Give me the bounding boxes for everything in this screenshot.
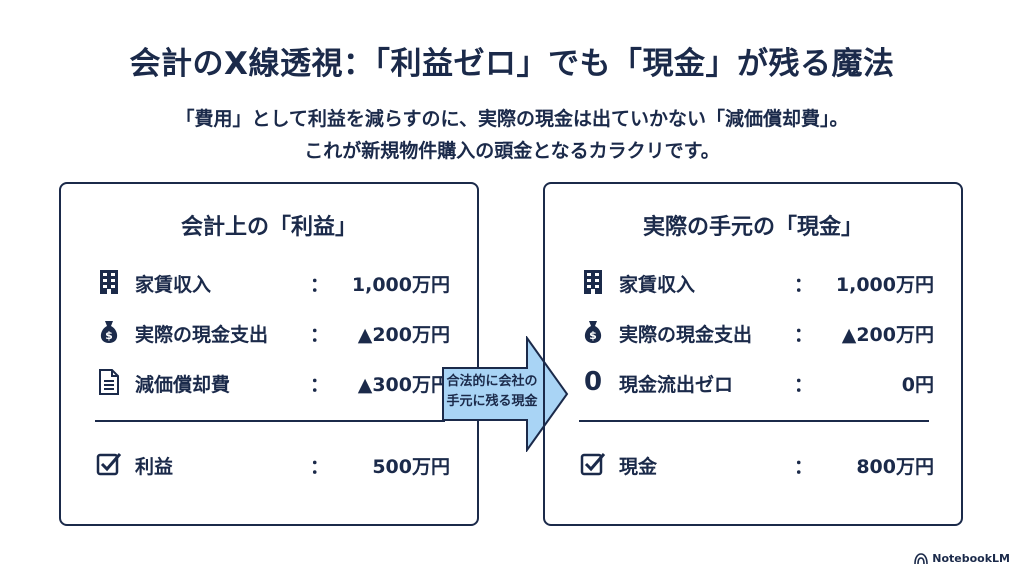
- row-total-profit: 利益 ： 500万円: [95, 448, 450, 480]
- arrow-caption: 合法的に会社の 手元に残る現金: [445, 372, 539, 412]
- subtitle-line-1: 「費用」として利益を減らすのに、実際の現金は出ていかない「減価償却費」。: [175, 108, 849, 130]
- row-label: 現金: [619, 456, 658, 478]
- row-colon: ：: [310, 456, 330, 478]
- page-title: 会計のX線透視：「利益ゼロ」でも「現金」が残る魔法: [129, 46, 895, 82]
- row-value: 800万円: [856, 456, 934, 478]
- row-cash-expense: $ 実際の現金支出 ： ▲200万円: [579, 316, 934, 348]
- arrow-right-icon: [442, 336, 569, 452]
- building-icon: [579, 268, 607, 296]
- row-value: 500万円: [372, 456, 450, 478]
- arrow-caption-line-2: 手元に残る現金: [446, 394, 538, 409]
- row-label: 家賃収入: [135, 274, 212, 296]
- row-value: 1,000万円: [835, 274, 934, 296]
- row-label: 減価償却費: [135, 374, 231, 396]
- checkbox-icon: [579, 450, 607, 478]
- row-colon: ：: [310, 274, 330, 296]
- row-label: 家賃収入: [619, 274, 696, 296]
- checkbox-icon: [95, 450, 123, 478]
- row-value: ▲200万円: [841, 324, 934, 346]
- accounting-profit-panel: 会計上の「利益」 家賃収入 ： 1,000万円 $ 実際の現金支出 ： ▲200…: [59, 182, 479, 526]
- row-cash-expense: $ 実際の現金支出 ： ▲200万円: [95, 316, 450, 348]
- footer-brand-text: NotebookLM: [932, 552, 1010, 565]
- zero-icon: 0: [583, 367, 603, 397]
- row-colon: ：: [794, 324, 814, 346]
- actual-cash-panel: 実際の手元の「現金」 家賃収入 ： 1,000万円 $ 実際の現金支出 ： ▲2…: [543, 182, 963, 526]
- row-total-cash: 現金 ： 800万円: [579, 448, 934, 480]
- subtitle-line-2: これが新規物件購入の頭金となるカラクリです。: [304, 140, 720, 162]
- row-colon: ：: [310, 324, 330, 346]
- row-colon: ：: [310, 374, 330, 396]
- row-rent-income: 家賃収入 ： 1,000万円: [579, 266, 934, 298]
- svg-text:$: $: [105, 329, 113, 342]
- footer-brand: NotebookLM: [914, 552, 1010, 565]
- divider: [579, 420, 929, 422]
- divider: [95, 420, 445, 422]
- row-rent-income: 家賃収入 ： 1,000万円: [95, 266, 450, 298]
- row-colon: ：: [794, 456, 814, 478]
- row-label: 現金流出ゼロ: [619, 374, 734, 396]
- arrow-caption-line-1: 合法的に会社の: [446, 374, 538, 389]
- document-icon: [95, 368, 123, 396]
- row-value: 1,000万円: [351, 274, 450, 296]
- panel-title: 会計上の「利益」: [180, 215, 357, 240]
- money-bag-icon: $: [579, 318, 607, 346]
- row-value: ▲200万円: [357, 324, 450, 346]
- row-colon: ：: [794, 274, 814, 296]
- svg-text:$: $: [589, 329, 597, 342]
- row-label: 実際の現金支出: [619, 324, 753, 346]
- row-depreciation: 減価償却費 ： ▲300万円: [95, 366, 450, 398]
- row-value: ▲300万円: [357, 374, 450, 396]
- row-zero-outflow: 0 現金流出ゼロ ： 0円: [579, 366, 934, 398]
- row-colon: ：: [794, 374, 814, 396]
- money-bag-icon: $: [95, 318, 123, 346]
- row-label: 利益: [135, 456, 174, 478]
- row-label: 実際の現金支出: [135, 324, 269, 346]
- building-icon: [95, 268, 123, 296]
- notebooklm-logo-icon: [914, 552, 929, 564]
- row-value: 0円: [901, 374, 934, 396]
- panel-title: 実際の手元の「現金」: [642, 215, 863, 240]
